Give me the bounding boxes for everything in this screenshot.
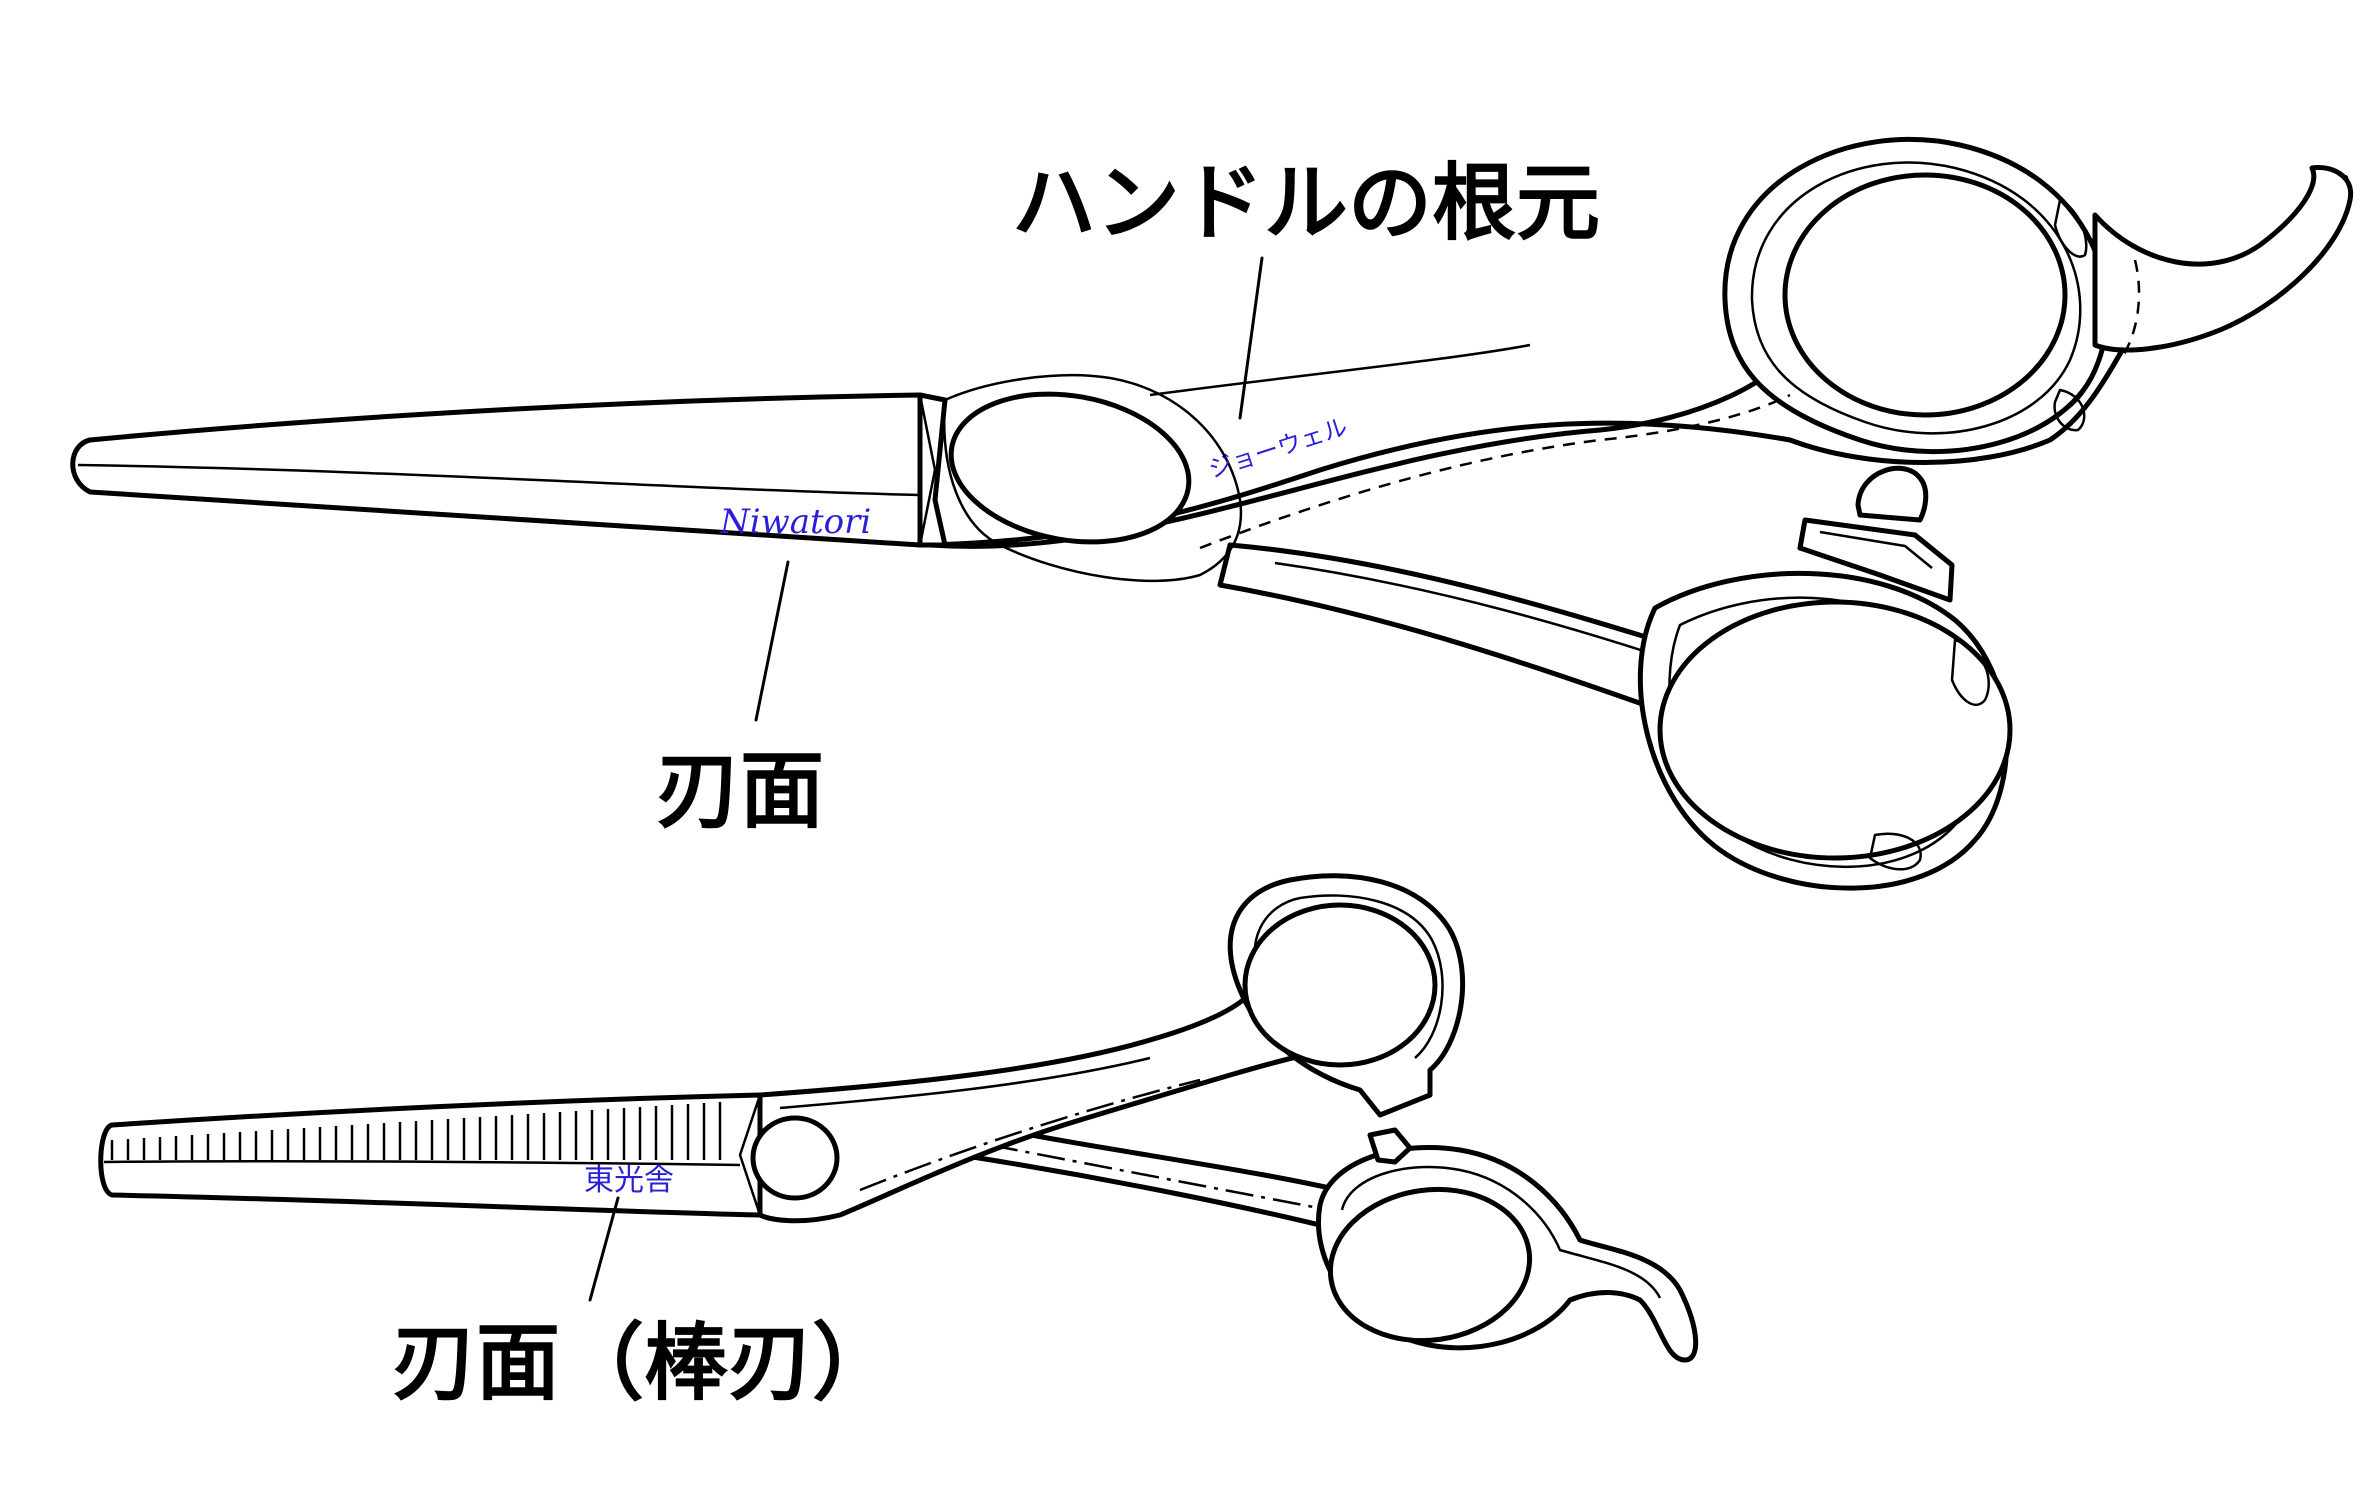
- thinning-top-hole: [1242, 902, 1438, 1068]
- leader-blade-face-lower: [588, 1196, 620, 1302]
- thinning-knob: [1367, 1127, 1413, 1165]
- brand-tokosha: 東光舎: [584, 1163, 674, 1198]
- leader-handle-base: [1238, 256, 1264, 420]
- cutting-scissors: Niwatori ジョーウェル: [70, 136, 2354, 891]
- leader-blade-face-upper: [754, 560, 790, 722]
- thinning-lower-arm-dashdot: [989, 1143, 1341, 1214]
- bottom-ring-slot-bottom: [1868, 832, 1922, 871]
- top-finger-hole: [1782, 172, 2068, 418]
- adjust-knob: [1855, 465, 1929, 523]
- bottom-finger-hole: [1657, 599, 2013, 861]
- bottom-finger-tang: [1797, 517, 1955, 603]
- upper-blade: [70, 392, 923, 548]
- thinning-pivot-screw: [750, 1115, 840, 1201]
- upper-blade-edge-line: [77, 463, 921, 497]
- pivot-housing: [943, 374, 1243, 583]
- bottom-finger-tang-detail: [1819, 530, 1933, 569]
- thinning-top-ring-edge: [1253, 894, 1444, 1059]
- comb-teeth: [103, 1102, 741, 1167]
- handle-base-dashline: [1199, 393, 1791, 550]
- thinning-body-dashdot: [859, 1078, 1201, 1192]
- top-finger-ring-inner-edge: [1750, 161, 2082, 435]
- label-handle-base: ハンドルの根元: [1012, 154, 1600, 252]
- finger-hook-tang-dash: [2118, 259, 2141, 361]
- thinning-scissors: 東光舎: [98, 873, 1699, 1363]
- thinning-upper-body: [757, 982, 1308, 1224]
- label-blade-face-upper: 刃面: [656, 742, 824, 840]
- finger-hook-tang: [2092, 164, 2354, 353]
- label-blade-face-lower: 刃面（棒刃）: [392, 1314, 896, 1412]
- thinning-body-edge: [779, 1056, 1151, 1110]
- pivot-window: [948, 391, 1192, 545]
- brand-niwatori: Niwatori: [719, 502, 871, 542]
- thinning-bottom-ring-edge: [1340, 1165, 1662, 1299]
- top-ring-slot-upper: [2053, 198, 2088, 258]
- thinning-bottom-hole: [1327, 1186, 1533, 1344]
- top-ring-slot-lower: [2053, 388, 2086, 432]
- thinning-heel-facet: [738, 1094, 762, 1216]
- handle-top-detail: [1149, 343, 1531, 397]
- bottom-ring-slot-right: [1950, 638, 1990, 706]
- thinning-comb-blade: [98, 1092, 763, 1218]
- blade-heel-facet-line: [918, 394, 937, 546]
